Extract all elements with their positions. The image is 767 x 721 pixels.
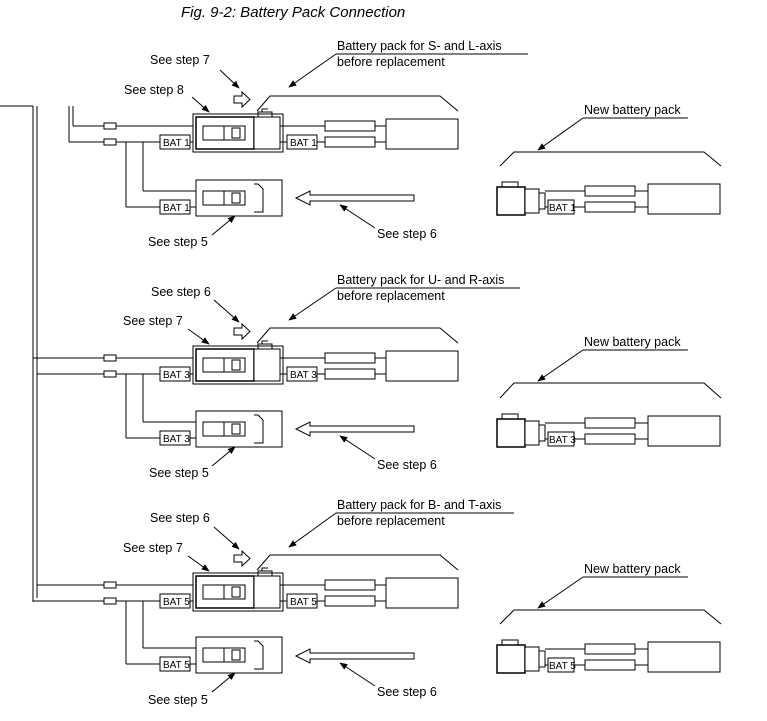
- battery-group-1: BAT 1 BAT 1 BAT 1: [68, 39, 722, 249]
- old-pack-label-line2: before replacement: [337, 55, 445, 69]
- bat-tag-main: BAT 5: [163, 597, 190, 608]
- battery-group-3: BAT 5 BAT 5 BAT 5 See: [33, 498, 722, 707]
- bat-tag-new-pack: BAT 1: [549, 203, 576, 214]
- new-pack-label: New battery pack: [584, 335, 681, 349]
- bat-tag-old-pack: BAT 1: [290, 138, 317, 149]
- new-pack-label: New battery pack: [584, 103, 681, 117]
- old-pack-label-line1: Battery pack for S- and L-axis: [337, 39, 502, 53]
- main-cable-trunk: [0, 105, 38, 602]
- bat-tag-main: BAT 3: [163, 370, 190, 381]
- bat-tag-spare: BAT 1: [163, 203, 190, 214]
- callout-arrow: See step 6: [377, 458, 437, 472]
- callout-box: See step 5: [148, 235, 208, 249]
- bat-tag-spare: BAT 3: [163, 434, 190, 445]
- old-pack-label-line2: before replacement: [337, 514, 445, 528]
- new-battery-pack: New battery pack BAT 5: [496, 562, 722, 674]
- old-pack-label-line2: before replacement: [337, 289, 445, 303]
- figure-title: Fig. 9-2: Battery Pack Connection: [181, 4, 406, 21]
- callout-arrow: See step 6: [377, 227, 437, 241]
- bat-tag-old-pack: BAT 5: [290, 597, 317, 608]
- callout-upper: See step 6: [150, 511, 210, 525]
- bat-tag-main: BAT 1: [163, 138, 190, 149]
- new-battery-pack: New battery pack BAT 3: [496, 335, 722, 448]
- callout-upper: See step 6: [151, 285, 211, 299]
- callout-arrow: See step 6: [377, 685, 437, 699]
- callout-lower: See step 7: [123, 541, 183, 555]
- old-pack-label-line1: Battery pack for B- and T-axis: [337, 498, 501, 512]
- battery-group-2: BAT 3 BAT 3 BAT 3 See: [33, 273, 722, 480]
- callout-lower: See step 7: [123, 314, 183, 328]
- callout-box: See step 5: [149, 466, 209, 480]
- callout-upper: See step 7: [150, 53, 210, 67]
- bat-tag-spare: BAT 5: [163, 660, 190, 671]
- old-pack-label-line1: Battery pack for U- and R-axis: [337, 273, 504, 287]
- callout-box: See step 5: [148, 693, 208, 707]
- bat-tag-new-pack: BAT 5: [549, 661, 576, 672]
- bat-tag-new-pack: BAT 3: [549, 435, 576, 446]
- bat-tag-old-pack: BAT 3: [290, 370, 317, 381]
- new-battery-pack: New battery pack BAT 1: [496, 103, 722, 216]
- callout-lower: See step 8: [124, 83, 184, 97]
- new-pack-label: New battery pack: [584, 562, 681, 576]
